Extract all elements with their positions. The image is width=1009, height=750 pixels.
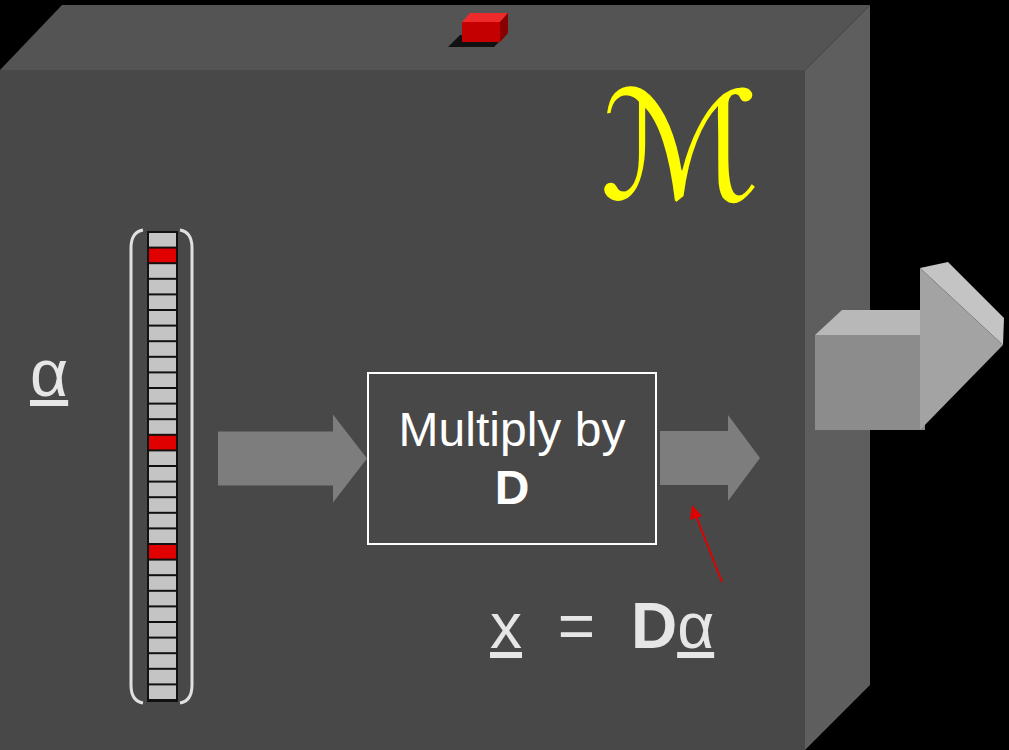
button-side	[500, 13, 508, 42]
text-part: α	[677, 590, 714, 662]
vector-cell	[149, 639, 176, 653]
vector-cell	[149, 545, 176, 559]
vector-name: α	[30, 340, 68, 406]
button-top	[462, 13, 508, 22]
process-label: Multiply by D	[387, 401, 637, 516]
process-box: Multiply by D	[367, 372, 657, 545]
exit-arrow-body	[815, 335, 925, 430]
text-part: D	[495, 461, 530, 514]
vector-cell	[149, 264, 176, 278]
vector-cell	[149, 623, 176, 637]
housing-top	[0, 5, 870, 70]
text-part: y	[537, 403, 561, 456]
right-bracket	[180, 230, 192, 703]
vector-cell	[149, 607, 176, 621]
vector-frame	[147, 231, 178, 702]
vector-cell	[149, 685, 176, 699]
text-part: i	[489, 403, 500, 456]
sparse-vector: α	[128, 228, 195, 705]
vector-cell	[149, 295, 176, 309]
text-part: p	[500, 403, 527, 456]
text-part: u	[439, 403, 466, 456]
text-part: y	[601, 403, 625, 456]
text-part: M	[399, 403, 439, 456]
flow-arrow	[218, 415, 367, 503]
vector-cell	[149, 670, 176, 684]
text-part: l	[465, 403, 476, 456]
text-part	[561, 403, 574, 456]
exit-arrow-top	[815, 310, 932, 335]
vector-cell	[149, 498, 176, 512]
text-part	[595, 590, 631, 662]
text-part: t	[476, 403, 489, 456]
leader-head	[690, 505, 702, 520]
vector-cell	[149, 389, 176, 403]
vector-cell	[149, 420, 176, 434]
text-part	[522, 590, 558, 662]
text-part: b	[575, 403, 602, 456]
vector-cell	[149, 514, 176, 528]
vector-cell	[149, 280, 176, 294]
vector-cell	[149, 249, 176, 263]
text-part: x	[490, 590, 522, 662]
housing-front	[0, 70, 805, 750]
exit-arrow-head	[920, 268, 1003, 430]
equation-label: x = Dα	[490, 594, 714, 658]
vector-cell	[149, 467, 176, 481]
vector-cell	[149, 405, 176, 419]
vector-cell	[149, 576, 176, 590]
vector-cell	[149, 311, 176, 325]
button-front	[462, 22, 500, 42]
text-part: D	[631, 590, 677, 662]
leader-line	[696, 516, 722, 582]
vector-illustration	[128, 228, 195, 705]
vector-cell	[149, 529, 176, 543]
output-arrow	[660, 415, 760, 501]
vector-cell	[149, 592, 176, 606]
vector-cell	[149, 233, 176, 247]
vector-cell	[149, 654, 176, 668]
vector-cell	[149, 373, 176, 387]
text-part: l	[527, 403, 538, 456]
vector-cell	[149, 451, 176, 465]
left-bracket	[131, 230, 143, 703]
vector-cell	[149, 327, 176, 341]
vector-cell	[149, 561, 176, 575]
vector-cell	[149, 342, 176, 356]
vector-cell	[149, 483, 176, 497]
vector-cell	[149, 358, 176, 372]
vector-cell	[149, 436, 176, 450]
model-symbol: ℳ	[600, 72, 760, 222]
text-part: =	[558, 590, 595, 662]
